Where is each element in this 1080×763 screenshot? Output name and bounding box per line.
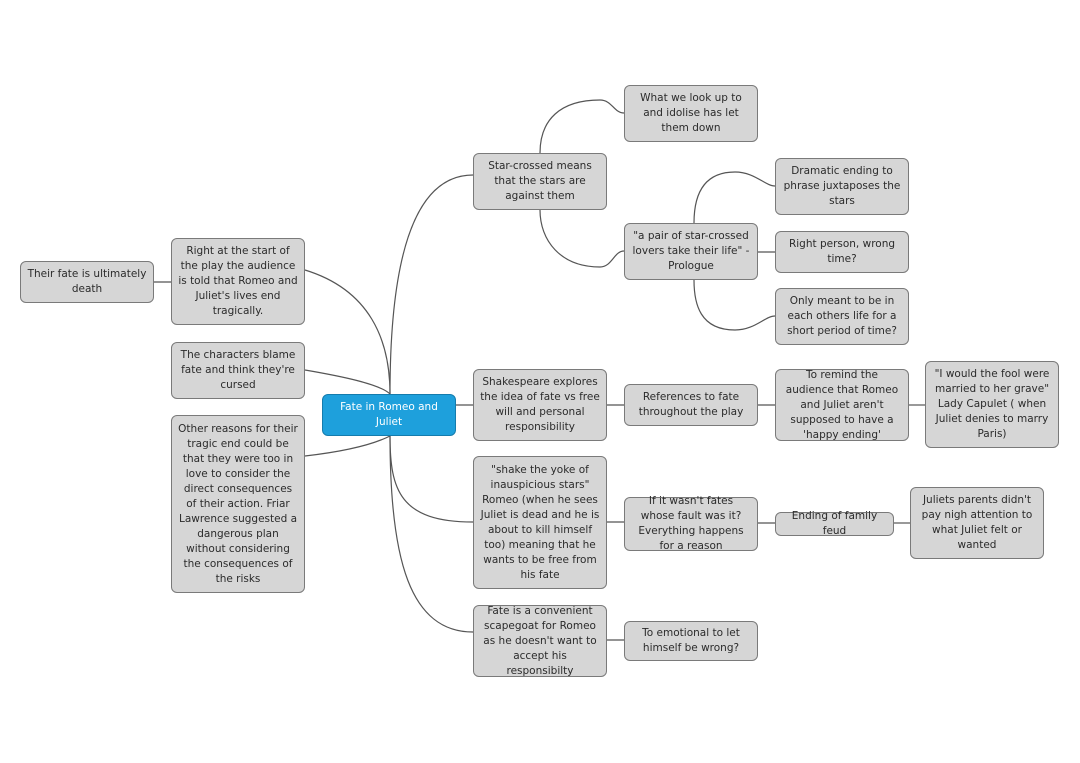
node-fool-quote[interactable]: "I would the fool were married to her gr…: [925, 361, 1059, 448]
node-star-crossed-label: Star-crossed means that the stars are ag…: [488, 160, 592, 202]
node-convenient-scapegoat[interactable]: Fate is a convenient scapegoat for Romeo…: [473, 605, 607, 677]
node-parents-label: Juliets parents didn't pay nigh attentio…: [921, 494, 1033, 551]
node-right-person-label: Right person, wrong time?: [788, 238, 896, 265]
node-only-meant-label: Only meant to be in each others life for…: [787, 295, 897, 337]
node-shakespeare-explores-label: Shakespeare explores the idea of fate vs…: [480, 376, 600, 433]
node-if-not-fate[interactable]: If it wasn't fates whose fault was it? E…: [624, 495, 758, 552]
node-shake-yoke-label: "shake the yoke of inauspicious stars" R…: [480, 463, 600, 581]
central-topic[interactable]: Fate in Romeo and Juliet: [322, 394, 456, 436]
node-fool-quote-label: "I would the fool were married to her gr…: [934, 368, 1050, 440]
node-fate-death[interactable]: Their fate is ultimately death: [20, 261, 154, 303]
node-shake-yoke[interactable]: "shake the yoke of inauspicious stars" R…: [473, 456, 607, 589]
node-dramatic-ending[interactable]: Dramatic ending to phrase juxtaposes the…: [775, 158, 909, 215]
node-other-reasons[interactable]: Other reasons for their tragic end could…: [171, 415, 305, 593]
node-too-emotional[interactable]: To emotional to let himself be wrong?: [624, 621, 758, 661]
node-idolise-label: What we look up to and idolise has let t…: [640, 92, 742, 134]
node-characters-blame-label: The characters blame fate and think they…: [180, 349, 296, 391]
node-if-not-fate-label: If it wasn't fates whose fault was it? E…: [638, 495, 744, 552]
node-dramatic-ending-label: Dramatic ending to phrase juxtaposes the…: [783, 165, 901, 207]
node-fate-death-label: Their fate is ultimately death: [27, 268, 147, 295]
node-pair-quote-label: "a pair of star-crossed lovers take thei…: [632, 230, 750, 272]
node-references[interactable]: References to fate throughout the play: [624, 384, 758, 426]
node-references-label: References to fate throughout the play: [638, 391, 744, 418]
node-right-person[interactable]: Right person, wrong time?: [775, 231, 909, 273]
node-star-crossed[interactable]: Star-crossed means that the stars are ag…: [473, 153, 607, 210]
node-right-at-start-label: Right at the start of the play the audie…: [178, 245, 298, 317]
node-family-feud-label: Ending of family feud: [791, 510, 878, 537]
node-only-meant[interactable]: Only meant to be in each others life for…: [775, 288, 909, 345]
node-remind-audience-label: To remind the audience that Romeo and Ju…: [785, 368, 899, 441]
node-idolise[interactable]: What we look up to and idolise has let t…: [624, 85, 758, 142]
node-shakespeare-explores[interactable]: Shakespeare explores the idea of fate vs…: [473, 369, 607, 441]
node-right-at-start[interactable]: Right at the start of the play the audie…: [171, 238, 305, 325]
node-other-reasons-label: Other reasons for their tragic end could…: [178, 422, 298, 585]
node-characters-blame[interactable]: The characters blame fate and think they…: [171, 342, 305, 399]
node-too-emotional-label: To emotional to let himself be wrong?: [642, 627, 740, 654]
node-parents[interactable]: Juliets parents didn't pay nigh attentio…: [910, 487, 1044, 559]
central-topic-label: Fate in Romeo and Juliet: [340, 401, 438, 428]
node-convenient-scapegoat-label: Fate is a convenient scapegoat for Romeo…: [483, 604, 597, 677]
node-family-feud[interactable]: Ending of family feud: [775, 510, 894, 537]
node-pair-quote[interactable]: "a pair of star-crossed lovers take thei…: [624, 223, 758, 280]
node-remind-audience[interactable]: To remind the audience that Romeo and Ju…: [775, 369, 909, 441]
